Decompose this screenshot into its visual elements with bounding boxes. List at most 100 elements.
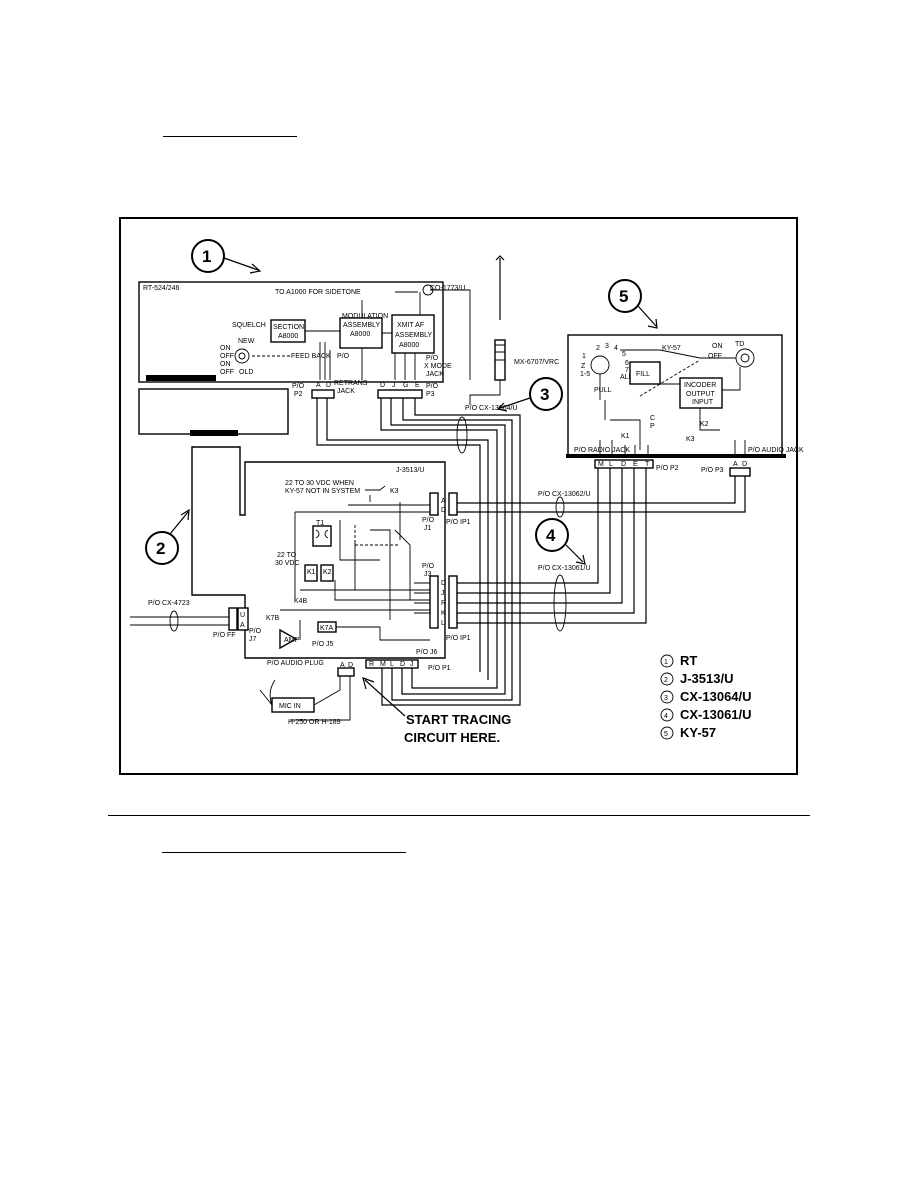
rt-p2-block: [311, 389, 335, 399]
legend-2-label: J-3513/U: [680, 671, 733, 686]
cx4723-label: P/O CX-4723: [148, 600, 190, 607]
j-k1-label: K1: [307, 569, 316, 576]
legend-5-label: KY-57: [680, 725, 716, 740]
cable-ky-radio: [457, 468, 647, 624]
j-bpin-d: D: [400, 661, 405, 668]
j-pin-a: A: [240, 622, 245, 629]
rt-p3-pin-e: E: [415, 382, 420, 389]
ky57-td-label: TD: [735, 341, 744, 348]
callout-4-circle: [535, 518, 569, 552]
j-k4b-label: K4B: [294, 598, 308, 605]
cable-rt-p3: [380, 398, 521, 706]
ky57-p-label: P: [650, 423, 655, 430]
j-j3-pin-d: D: [441, 580, 446, 587]
callout-3-circle: [529, 377, 563, 411]
ky-pin-d: D: [621, 461, 626, 468]
antenna-label: MX-6707/VRC: [514, 359, 559, 366]
xmode-label-2: X MODE: [424, 363, 452, 370]
xmit-label-2: ASSEMBLY: [395, 332, 433, 339]
ky57-off-label: OFF: [708, 353, 722, 360]
j-ff-block: [228, 607, 238, 631]
mode-new: NEW: [238, 338, 255, 345]
legend-1-circle: [660, 654, 674, 668]
j-22-30-label-1: 22 TO 30 VDC WHEN: [285, 480, 354, 487]
j3513-module: J-3513/U 22 TO 30 VDC WHEN KY-57 NOT IN …: [130, 446, 471, 726]
j-pin-u: U: [240, 612, 245, 619]
ky57-mechanical-link: [639, 359, 701, 397]
j-t1-label: T1: [316, 520, 324, 527]
j-bpin-j: J: [410, 661, 414, 668]
rt-internal-wires: [305, 292, 421, 380]
j-j6-label: P/O J6: [416, 649, 438, 656]
j-k2-relay: [320, 564, 334, 582]
mode-old: OLD: [239, 369, 253, 376]
ky-po-p2: P/O P2: [656, 465, 679, 472]
ky-pin-l: L: [609, 461, 613, 468]
j-k3-label: K3: [390, 488, 399, 495]
rt-module: RT-524/246 TO A1000 FOR SIDETONE CO-1773…: [138, 281, 465, 436]
rt-p2-pin-d: D: [326, 382, 331, 389]
callout-5-circle: [608, 279, 642, 313]
j-ip1-top-label: P/O IP1: [446, 519, 471, 526]
start-tracing-arrow: [362, 677, 406, 717]
rt-p2-label-1: P/O: [292, 383, 305, 390]
callout-5: 5: [619, 287, 628, 306]
j-amp-symbol: [279, 628, 298, 650]
j-j3-pin-k: K: [441, 610, 446, 617]
ky57-internal-wires: [599, 349, 741, 450]
rt-p3-pin-g: G: [403, 382, 408, 389]
j-pp1-label: P/O P1: [428, 665, 451, 672]
ky-sel-3: 3: [605, 343, 609, 350]
audio-pin-d: D: [348, 662, 353, 669]
legend-1-label: RT: [680, 653, 697, 668]
ky-pin-a: A: [733, 461, 738, 468]
ky-sel-2: 2: [596, 345, 600, 352]
ky57-td-knob-inner: [740, 353, 750, 363]
audio-plug-block: [337, 667, 355, 677]
mode-off-2: OFF: [220, 369, 234, 376]
rt-p3-label-1: P/O: [426, 383, 439, 390]
incoder-label-1: INCODER: [684, 382, 716, 389]
antenna-wire: [430, 289, 501, 405]
j-t1-coils: [315, 529, 329, 539]
start-tracing-note: START TRACING CIRCUIT HERE.: [362, 677, 511, 745]
callout-4-arrow: [565, 544, 586, 565]
legend-5-circle: [660, 726, 674, 740]
ky57-fill-box: [629, 361, 661, 385]
j-bpin-m: M: [380, 661, 386, 668]
callout-3-arrow: [496, 397, 531, 412]
mic-label: MIC IN: [279, 703, 301, 710]
j-ip1-mid-label: P/O IP1: [446, 635, 471, 642]
ky-sel-z: Z: [581, 363, 586, 370]
cx13062-label: P/O CX-13062/U: [538, 491, 591, 498]
antenna-rod: [495, 255, 505, 320]
ky-pin-e: E: [633, 461, 638, 468]
rt-p3-pin-j: J: [392, 382, 396, 389]
rt-p3-pin-d: D: [380, 382, 385, 389]
j-k1-relay: [304, 564, 318, 582]
ky57-on-label: ON: [712, 343, 723, 350]
j-j3-label-1: P/O: [422, 563, 435, 570]
j-j1-label-2: J1: [424, 525, 432, 532]
heading-underline-bottom: [162, 852, 406, 853]
rt-p3-label-2: P3: [426, 391, 435, 398]
audio-plug-label: P/O AUDIO PLUG: [267, 660, 324, 667]
j-j1-block: [429, 492, 439, 516]
ky-sel-7: 7: [625, 367, 629, 374]
ky-sel-1: 1: [582, 353, 586, 360]
legend-4-circle: [660, 708, 674, 722]
callout-2-arrow: [169, 508, 190, 535]
rt-p2-pin-a: A: [316, 382, 321, 389]
ky-pin-t: T: [645, 461, 650, 468]
rt-p2-label-2: P2: [294, 391, 303, 398]
ky57-base-bar: [566, 454, 786, 458]
j-amp-label: AMP: [284, 637, 300, 644]
j-j7-label-2: J7: [249, 636, 257, 643]
start-tracing-line-2: CIRCUIT HERE.: [404, 730, 500, 745]
squelch-label: SQUELCH: [232, 322, 266, 329]
handset-label: H-250 OR H-189: [288, 719, 341, 726]
legend-3-circle: [660, 690, 674, 704]
j-j3-pin-j: J: [441, 590, 445, 597]
j-j5-label: P/O J5: [312, 641, 334, 648]
